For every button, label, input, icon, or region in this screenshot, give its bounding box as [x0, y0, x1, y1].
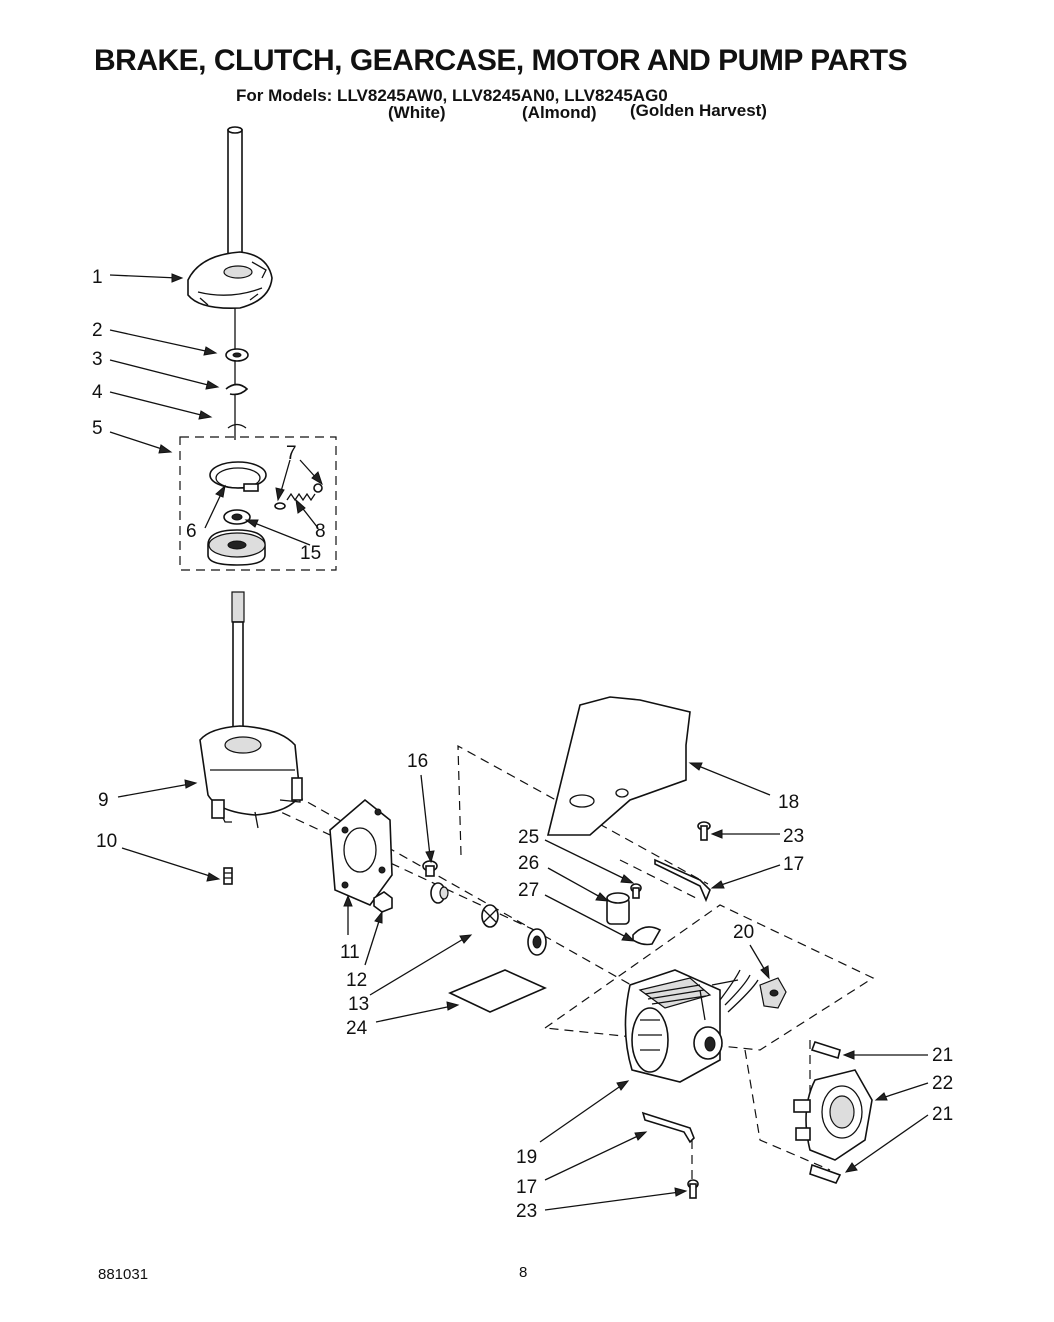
clutch-hub: [207, 529, 266, 566]
bracket-guide-line: [457, 744, 709, 885]
motor-wires: [719, 969, 759, 1013]
motor-part-19: [624, 969, 739, 1083]
callout-20: 20: [733, 922, 754, 943]
screw-part-10: [223, 867, 233, 885]
retaining-ring-part-3: [225, 383, 249, 396]
callout-23-bottom: 23: [516, 1201, 537, 1222]
coupling-disc-part-13: [481, 904, 499, 928]
clutch-gear-part-15: [223, 509, 251, 525]
clutch-band-part-6: [209, 461, 267, 492]
motor-shield-part-18: [546, 696, 691, 836]
gearcase-assembly-part-9: [199, 591, 303, 829]
capacitor-part-26: [606, 892, 630, 925]
clip-part-21-bottom: [809, 1163, 842, 1184]
spring-cap-part-8: [274, 502, 286, 510]
callout-19: 19: [516, 1147, 537, 1168]
callout-2: 2: [92, 320, 103, 341]
callout-23-top: 23: [783, 826, 804, 847]
callout-8: 8: [315, 521, 326, 542]
coupling-hub: [527, 928, 547, 956]
mounting-plate: [329, 798, 393, 906]
bolt-part-16: [422, 860, 438, 877]
callout-27: 27: [518, 880, 539, 901]
callout-5: 5: [92, 418, 103, 439]
screw-part-23-bottom: [687, 1140, 699, 1199]
callout-21-top: 21: [932, 1045, 953, 1066]
pump-part-22: [793, 1069, 873, 1161]
coupling-part-12: [430, 882, 449, 904]
callout-3: 3: [92, 349, 103, 370]
page-number: 8: [519, 1264, 528, 1281]
bracket-part-17-bottom: [641, 1111, 695, 1144]
callout-1: 1: [92, 267, 103, 288]
models-line: For Models: LLV8245AW0, LLV8245AN0, LLV8…: [236, 86, 668, 105]
callout-13: 13: [348, 994, 369, 1015]
bracket-part-17-top: [654, 858, 711, 903]
document-number: 881031: [98, 1266, 149, 1283]
brake-assembly: [187, 251, 273, 310]
screw-part-23-top: [697, 821, 711, 841]
pad-part-24: [448, 969, 547, 1013]
callout-22: 22: [932, 1073, 953, 1094]
callout-15: 15: [300, 543, 321, 564]
screw-part-25: [630, 883, 642, 899]
callout-24: 24: [346, 1018, 368, 1039]
callout-21-bottom: 21: [932, 1104, 953, 1125]
callout-25: 25: [518, 827, 539, 848]
pump-axis-line: [744, 1049, 831, 1171]
switch-part-20: [759, 977, 787, 1009]
callout-9: 9: [98, 790, 109, 811]
clip-part-21-top: [810, 1041, 841, 1060]
callout-17-bottom: 17: [516, 1177, 537, 1198]
ring-part-4: [227, 423, 247, 429]
callout-16: 16: [407, 751, 428, 772]
nut-part-11: [373, 891, 393, 913]
callout-7: 7: [286, 443, 297, 464]
spring-part-7: [286, 483, 323, 502]
callout-6: 6: [186, 521, 197, 542]
callout-10: 10: [96, 831, 117, 852]
shaft-tip: [227, 126, 243, 134]
callout-11: 11: [340, 942, 360, 963]
callout-17-top: 17: [783, 854, 804, 875]
clamp-part-27: [632, 926, 662, 946]
washer-part-2: [225, 348, 249, 362]
leader-lines: [109, 273, 929, 1211]
color-almond: (Almond): [522, 103, 597, 122]
clutch-assembly-box: [179, 436, 337, 571]
callout-12: 12: [346, 970, 367, 991]
callout-4: 4: [92, 382, 103, 403]
color-white: (White): [388, 103, 446, 122]
coupling-axis-line: [254, 799, 546, 936]
callout-26: 26: [518, 853, 539, 874]
color-golden-harvest: (Golden Harvest): [630, 101, 767, 120]
page-title: BRAKE, CLUTCH, GEARCASE, MOTOR AND PUMP …: [94, 44, 908, 77]
callout-18: 18: [778, 792, 799, 813]
